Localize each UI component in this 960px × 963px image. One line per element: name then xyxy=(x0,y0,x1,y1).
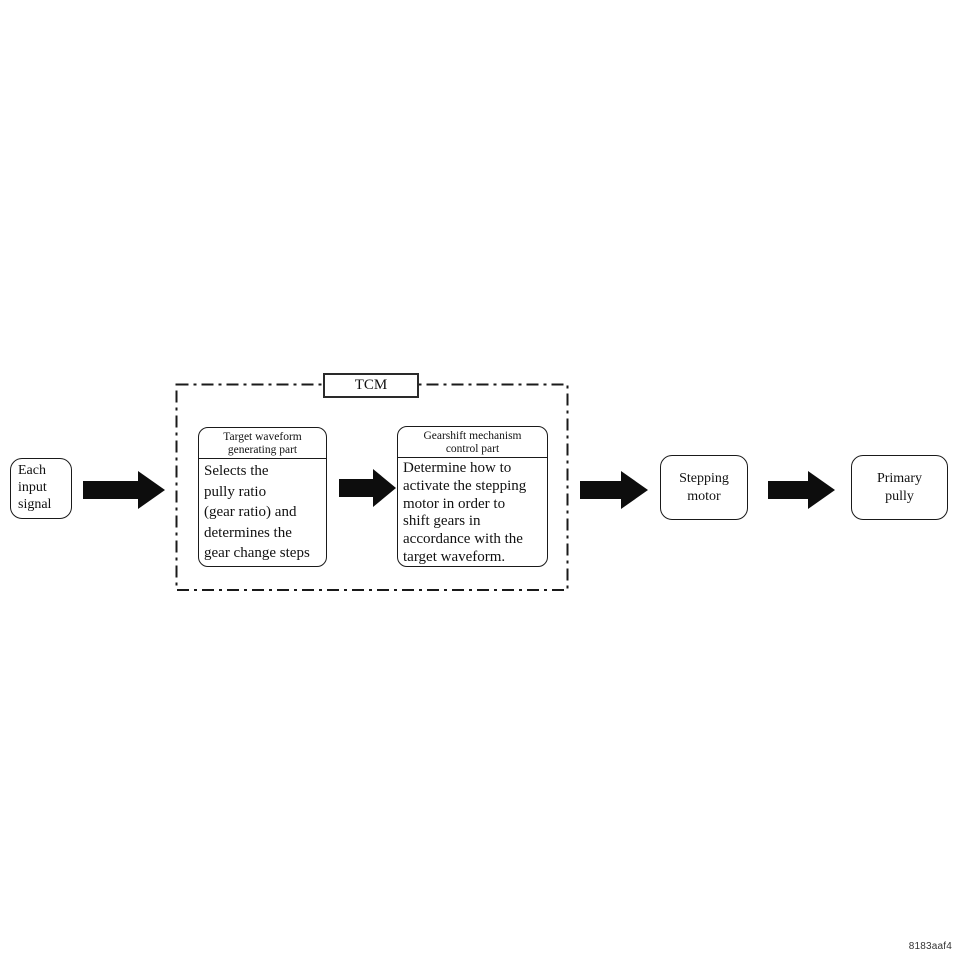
target-waveform-generating-part-body: Selects the pully ratio (gear ratio) and… xyxy=(204,463,310,561)
gearshift-mechanism-control-part-body: Determine how to activate the stepping m… xyxy=(403,460,527,565)
gearshift-mechanism-control-part-title: Gearshift mechanism control part xyxy=(398,427,547,458)
flow-arrow-icon xyxy=(768,471,835,509)
primary-pully-box: Primary pully xyxy=(851,455,948,520)
gearshift-mechanism-control-part-box: Gearshift mechanism control part Determi… xyxy=(397,426,548,567)
target-waveform-generating-part-box: Target waveform generating part Selects … xyxy=(198,427,327,567)
flow-arrow-icon xyxy=(83,471,165,509)
flow-arrow-icon xyxy=(580,471,648,509)
target-waveform-generating-part-title: Target waveform generating part xyxy=(199,428,326,459)
tcm-dashed-boundary xyxy=(175,383,569,591)
stepping-motor-box: Stepping motor xyxy=(660,455,748,520)
tcm-label-box: TCM xyxy=(323,373,419,398)
flow-arrow-icon xyxy=(339,469,396,507)
input-signal-box: Each input signal xyxy=(10,458,72,519)
figure-code: 8183aaf4 xyxy=(908,941,952,952)
